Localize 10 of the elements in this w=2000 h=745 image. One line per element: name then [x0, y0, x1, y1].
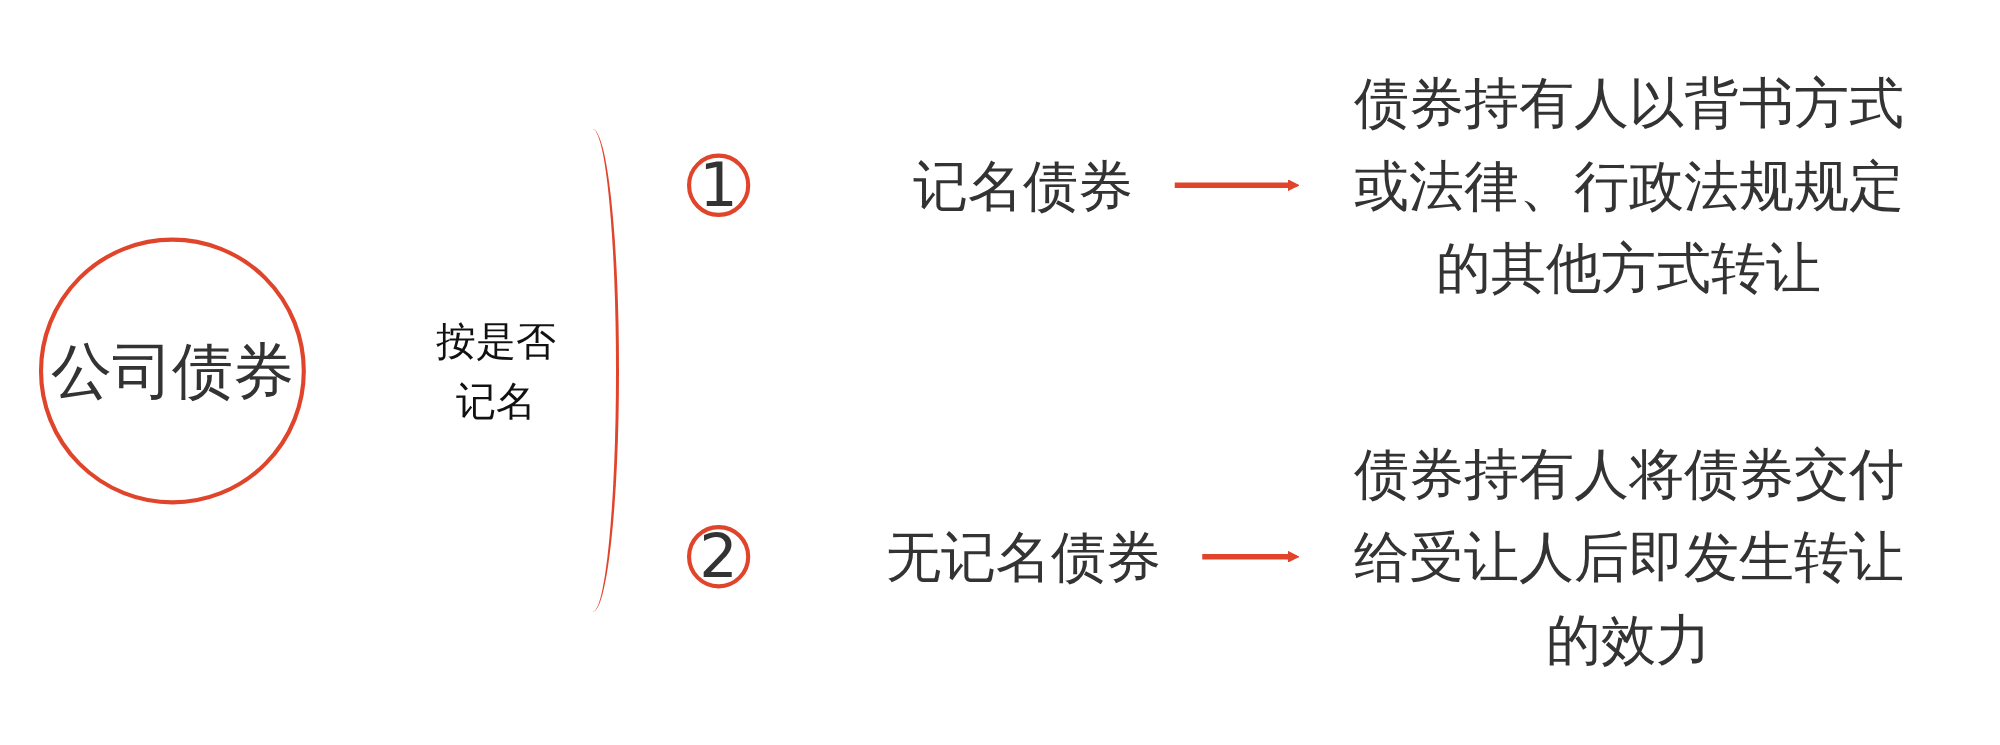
- node-circle: 2: [687, 524, 751, 588]
- classification-label: 按是否记名: [435, 316, 558, 426]
- arrow: [1202, 550, 1300, 563]
- node-text: 债券持有人将债券交付给受让人后即发生转让的效力: [1353, 442, 1904, 671]
- node-text: 无记名债券: [885, 524, 1161, 588]
- node-circle: 公司债券: [38, 237, 306, 504]
- node-text: 债券持有人以背书方式或法律、行政法规规定的其他方式转让: [1353, 70, 1904, 299]
- node-text: 记名债券: [913, 153, 1134, 217]
- node-circle: 1: [687, 153, 751, 217]
- arrow: [1174, 178, 1300, 191]
